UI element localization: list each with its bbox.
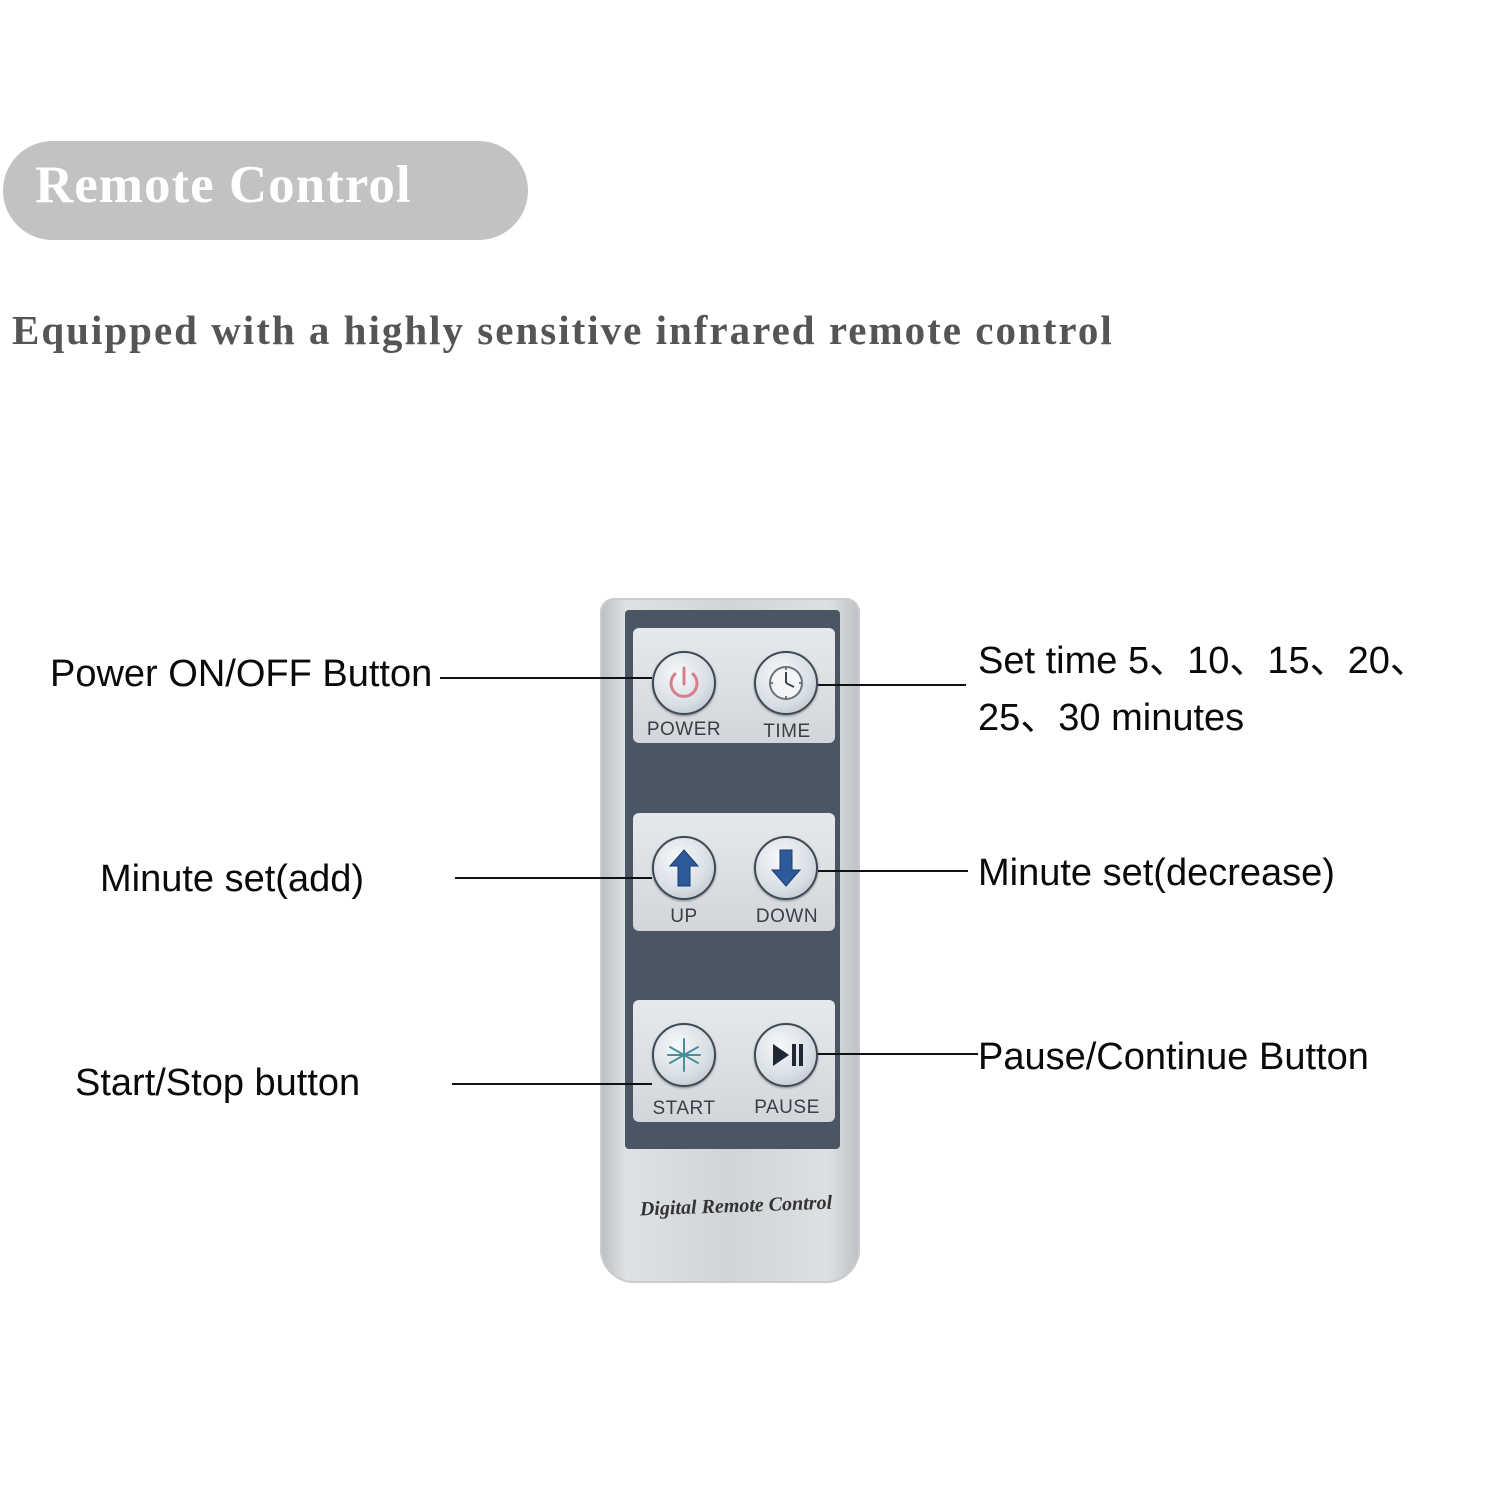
- up-button[interactable]: [652, 836, 716, 900]
- leader-down: [818, 870, 968, 872]
- leader-time: [818, 684, 966, 686]
- play-pause-icon: [773, 1044, 803, 1066]
- pause-button[interactable]: [754, 1023, 818, 1087]
- power-button-label: POWER: [646, 719, 722, 740]
- callout-up: Minute set(add): [100, 858, 365, 900]
- arrow-down-icon: [770, 849, 802, 887]
- callout-time-line2: 25、30 minutes: [978, 697, 1245, 739]
- down-button[interactable]: [754, 836, 818, 900]
- title-badge: [3, 141, 528, 240]
- pause-button-label: PAUSE: [754, 1097, 820, 1118]
- leader-start: [452, 1083, 652, 1085]
- title-badge-text: Remote Control: [35, 156, 412, 214]
- subtitle: Equipped with a highly sensitive infrare…: [12, 307, 1114, 353]
- leader-power: [440, 677, 652, 679]
- leader-pause: [818, 1053, 978, 1055]
- clock-icon: [769, 666, 803, 700]
- leader-up: [455, 877, 652, 879]
- callout-pause: Pause/Continue Button: [978, 1036, 1369, 1078]
- power-icon: [669, 666, 699, 698]
- start-button[interactable]: [652, 1023, 716, 1087]
- callout-down: Minute set(decrease): [978, 852, 1335, 894]
- up-button-label: UP: [670, 906, 698, 927]
- power-button[interactable]: [652, 651, 716, 715]
- callout-start: Start/Stop button: [75, 1062, 361, 1104]
- start-button-label: START: [652, 1098, 716, 1119]
- snowflake-icon: [667, 1038, 701, 1072]
- down-button-label: DOWN: [755, 906, 819, 927]
- time-button-label: TIME: [763, 721, 811, 742]
- time-button[interactable]: [754, 651, 818, 715]
- arrow-up-icon: [668, 849, 700, 887]
- callout-power: Power ON/OFF Button: [50, 653, 433, 695]
- callout-time-line1: Set time 5、10、15、20、: [978, 640, 1428, 682]
